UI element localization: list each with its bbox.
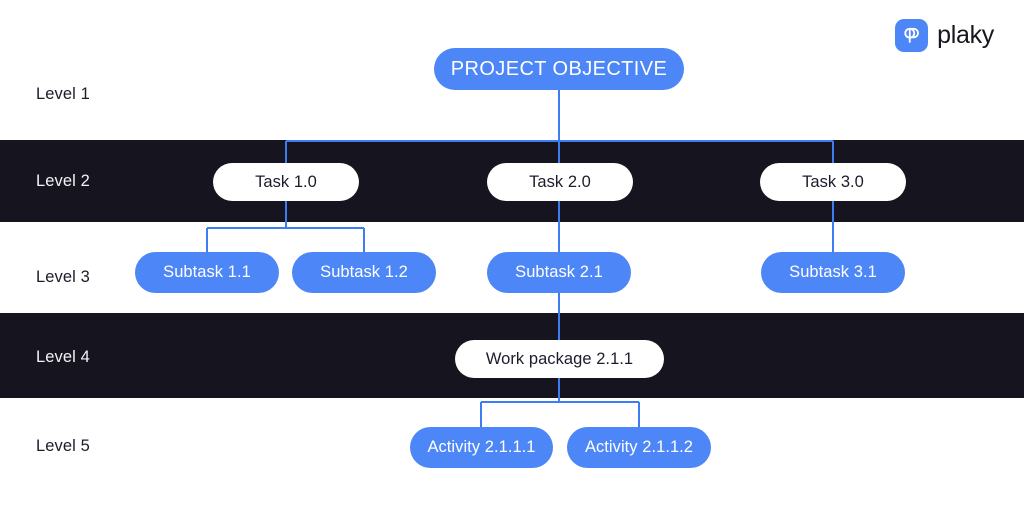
level-label-5: Level 5 [36,437,90,455]
node-subtask-1-1[interactable]: Subtask 1.1 [135,252,279,293]
plaky-logo-icon [895,19,929,52]
node-work-package-2-1-1[interactable]: Work package 2.1.1 [455,340,664,378]
level-label-2: Level 2 [36,172,90,190]
node-subtask-3-1[interactable]: Subtask 3.1 [761,252,905,293]
node-activity-2-1-1-2[interactable]: Activity 2.1.1.2 [567,427,711,468]
node-subtask-2-1[interactable]: Subtask 2.1 [487,252,631,293]
level-label-3: Level 3 [36,268,90,286]
node-task-3-0[interactable]: Task 3.0 [760,163,906,201]
brand-logo[interactable]: plaky [895,19,994,52]
node-activity-2-1-1-1[interactable]: Activity 2.1.1.1 [410,427,553,468]
node-task-1-0[interactable]: Task 1.0 [213,163,359,201]
node-project-objective[interactable]: PROJECT OBJECTIVE [434,48,684,90]
brand-name: plaky [937,21,994,49]
level-label-4: Level 4 [36,348,90,366]
node-subtask-1-2[interactable]: Subtask 1.2 [292,252,436,293]
node-task-2-0[interactable]: Task 2.0 [487,163,633,201]
level-label-1: Level 1 [36,85,90,103]
